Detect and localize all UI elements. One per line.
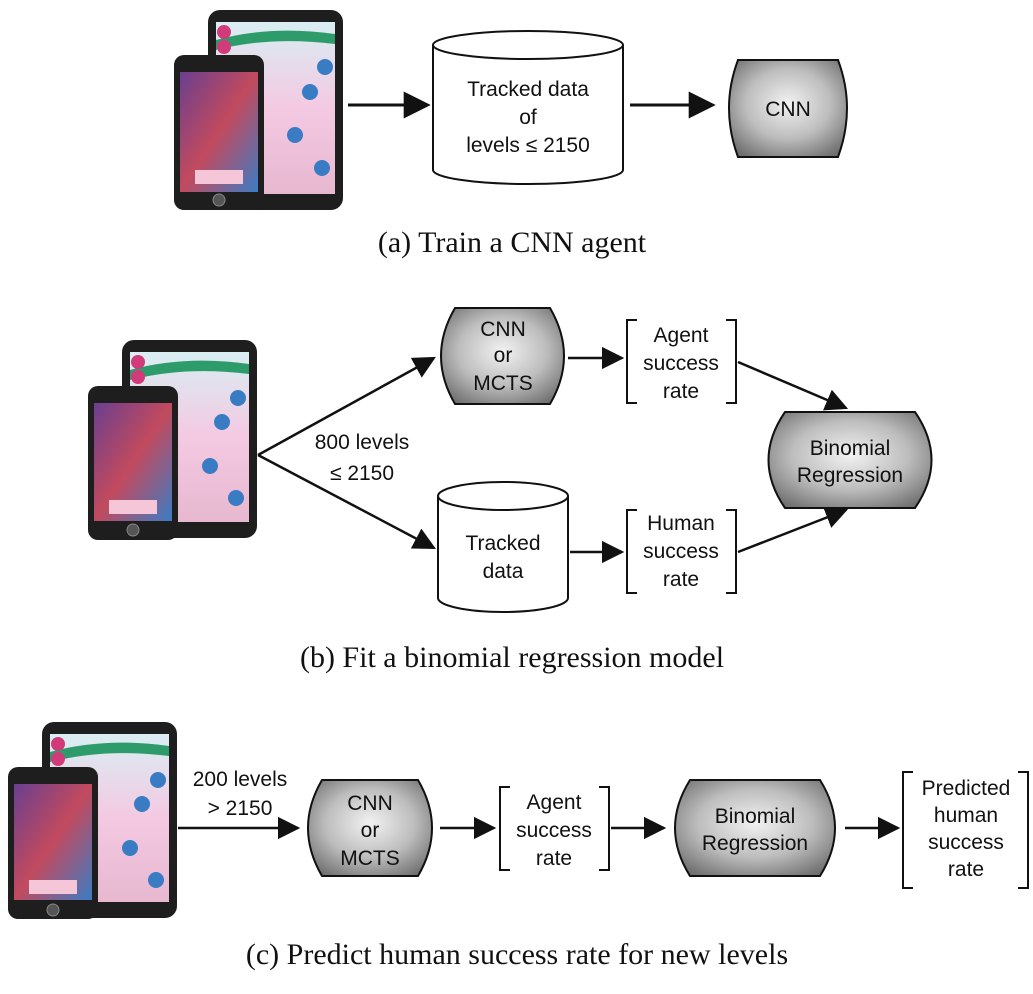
phones-icon xyxy=(8,722,177,919)
arrow-to-agent-model xyxy=(257,356,436,457)
section-a: Tracked data of levels ≤ 2150 CNN (a) Tr… xyxy=(174,10,848,259)
agent-model-line-2: or xyxy=(361,819,380,842)
regression-line-2: Regression xyxy=(797,464,903,487)
datastore-line-2: of xyxy=(519,106,537,129)
regression-line-2: Regression xyxy=(702,832,808,855)
arrow-to-tracked-data xyxy=(257,453,436,550)
human-rate-node: Human success rate xyxy=(626,509,737,594)
agent-model-node: CNN or MCTS xyxy=(440,307,565,405)
agent-model-line-3: MCTS xyxy=(473,372,533,395)
agent-model-node: CNN or MCTS xyxy=(307,779,433,877)
prediction-line-3: success xyxy=(928,831,1004,854)
cnn-node: CNN xyxy=(728,59,848,158)
edge-label-line-2: ≤ 2150 xyxy=(330,462,394,485)
section-c: 200 levels > 2150 CNN or MCTS Agent succ… xyxy=(8,722,1029,971)
phones-icon xyxy=(174,10,343,210)
human-rate-line-3: rate xyxy=(663,568,699,591)
edge-label-line-2: > 2150 xyxy=(208,797,273,820)
agent-rate-line-3: rate xyxy=(663,380,699,403)
prediction-line-2: human xyxy=(934,804,998,827)
regression-line-1: Binomial xyxy=(810,437,891,460)
tracked-data-cylinder: Tracked data xyxy=(437,481,569,613)
datastore-line-1: Tracked data xyxy=(467,78,589,101)
datastore-line-3: levels ≤ 2150 xyxy=(466,134,590,157)
agent-model-line-3: MCTS xyxy=(340,847,400,870)
arrow-agent-rate-to-regression xyxy=(737,360,849,411)
agent-rate-line-1: Agent xyxy=(527,791,582,814)
edge-label-line-1: 200 levels xyxy=(193,768,288,791)
agent-rate-node: Agent success rate xyxy=(626,319,737,404)
cnn-label: CNN xyxy=(765,98,811,121)
edge-label-line-1: 800 levels xyxy=(315,431,410,454)
tracked-data-cylinder: Tracked data of levels ≤ 2150 xyxy=(432,30,624,185)
tracked-data-line-1: Tracked xyxy=(465,532,540,555)
human-rate-line-2: success xyxy=(643,540,719,563)
phones-icon xyxy=(88,340,257,540)
prediction-node: Predicted human success rate xyxy=(902,771,1029,889)
agent-rate-line-1: Agent xyxy=(654,324,709,347)
agent-rate-line-2: success xyxy=(516,819,592,842)
human-rate-line-1: Human xyxy=(647,512,715,535)
agent-rate-line-3: rate xyxy=(536,847,572,870)
caption-c: (c) Predict human success rate for new l… xyxy=(246,938,788,971)
prediction-line-1: Predicted xyxy=(922,777,1011,800)
agent-model-line-1: CNN xyxy=(347,792,393,815)
caption-a: (a) Train a CNN agent xyxy=(378,226,647,259)
agent-rate-node: Agent success rate xyxy=(499,786,610,871)
agent-rate-line-2: success xyxy=(643,352,719,375)
tracked-data-line-2: data xyxy=(483,560,524,583)
prediction-line-4: rate xyxy=(948,858,984,881)
regression-node: Binomial Regression xyxy=(674,779,836,877)
regression-node: Binomial Regression xyxy=(767,411,933,509)
section-b: 800 levels ≤ 2150 CNN or MCTS Agent succ… xyxy=(88,307,933,674)
agent-model-line-2: or xyxy=(494,344,513,367)
regression-line-1: Binomial xyxy=(715,805,796,828)
agent-model-line-1: CNN xyxy=(480,318,526,341)
caption-b: (b) Fit a binomial regression model xyxy=(300,641,724,674)
arrow-human-rate-to-regression xyxy=(737,506,849,554)
